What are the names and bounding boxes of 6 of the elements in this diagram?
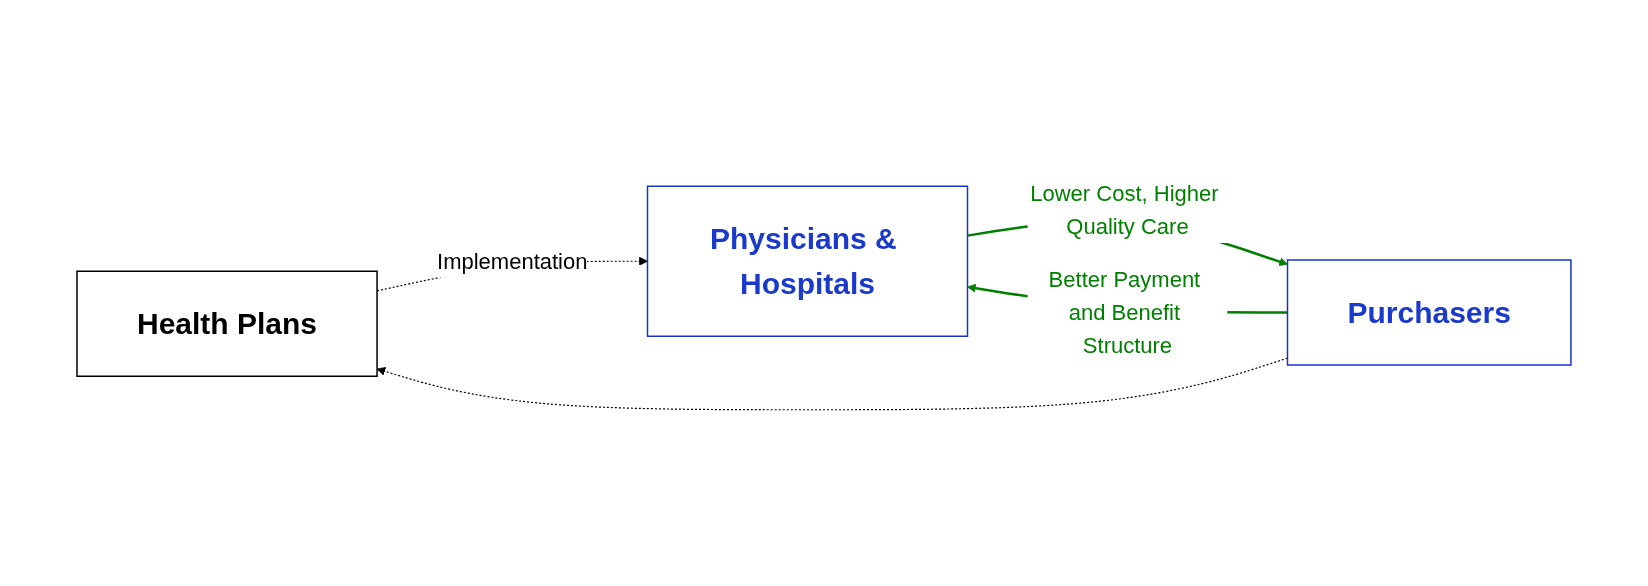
node-box: Purchasers: [1286, 258, 1572, 366]
edge-label: Better Payment and Benefit Structure: [1048, 266, 1201, 358]
edge-label: Lower Cost, Higher Quality Care: [1030, 180, 1219, 239]
edge-label: Implementation: [437, 248, 588, 274]
node-box: Health Plans: [76, 270, 378, 377]
node-box: Physicians & Hospitals: [646, 185, 969, 337]
